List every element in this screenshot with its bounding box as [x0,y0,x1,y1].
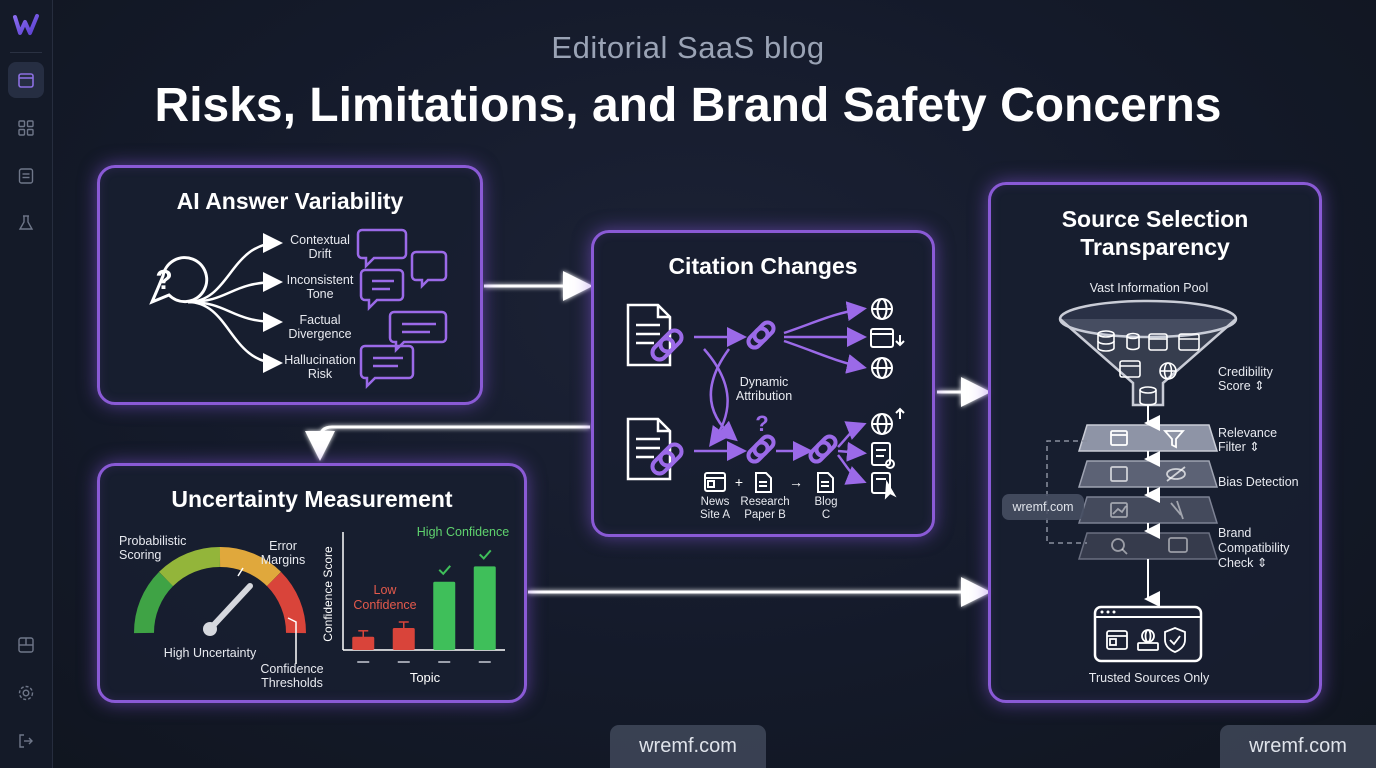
confidence-chart: Confidence Score Topic High Confidence L… [321,525,509,685]
calendar-icon [18,73,34,88]
watermark-center: wremf.com [610,725,766,768]
variability-diagram: ? [149,228,448,390]
low-confidence-label-1: Low [374,583,398,597]
sidebar-item-calendar[interactable] [8,62,44,98]
panel-title: AI Answer Variability [176,188,404,214]
chart-check-icon [479,549,492,560]
source-icons [704,472,834,493]
app-logo-icon[interactable] [12,12,42,38]
chart-bar [352,636,375,650]
gauge-diagram [133,546,307,664]
chart-bar [392,628,415,650]
sidebar-item-document[interactable] [8,158,44,194]
chart-bar [473,566,496,650]
label-trusted-sources: Trusted Sources Only [1088,671,1210,685]
chart-xlabel: Topic [410,670,441,685]
page-subtitle: Editorial SaaS blog [551,30,825,65]
question-bubble-icon: ? [149,256,209,305]
sidebar-item-settings[interactable] [8,675,44,711]
high-confidence-label: High Confidence [417,525,509,539]
panel-citation-changes: Citation Changes ? [591,230,935,537]
page-title: Risks, Limitations, and Brand Safety Con… [154,79,1222,132]
sidebar-item-layout[interactable] [8,627,44,663]
label-high-uncertainty: High Uncertainty [163,646,257,660]
chart-check-icon [438,565,452,576]
watermark-corner: wremf.com [1220,725,1376,768]
gauge-needle [203,583,253,636]
label-vast-information-pool: Vast Information Pool [1089,281,1209,295]
dashed-bracket [1046,440,1087,544]
funnel [1058,299,1238,407]
grid-icon [18,120,34,136]
panel-title: Citation Changes [668,253,858,279]
arrow-citation-to-uncertainty [305,425,590,461]
layout-icon [18,637,34,653]
trusted-sources-window [1093,605,1203,663]
chart-bar [433,581,456,650]
svg-text:?: ? [155,264,172,295]
sidebar-item-logout[interactable] [8,723,44,759]
flask-icon [18,215,34,230]
low-confidence-label-2: Confidence [353,598,416,612]
document-icon [18,168,34,184]
question-mark-icon: ? [755,411,768,436]
funnel-diagram [1046,299,1238,663]
link-icons [650,320,838,476]
sidebar-item-grid[interactable] [8,110,44,146]
pool-item-icons [1097,330,1200,406]
sidebar-item-flask[interactable] [8,205,44,241]
filter-icons [1110,430,1188,555]
logout-icon [19,734,33,748]
label-bias-detection: Bias Detection [1218,475,1299,489]
citation-diagram: ? + → [626,298,905,500]
gear-icon [18,685,34,701]
sidebar-divider [10,52,42,53]
globe-icons [870,298,905,500]
panel-title: Uncertainty Measurement [171,486,453,512]
plus-sign: + [735,474,743,490]
arrow-sign: → [789,474,803,490]
sidebar [0,0,53,768]
speech-bubble-icons [356,228,448,390]
chart-ylabel: Confidence Score [321,546,335,642]
watermark-tag: wremf.com [1002,494,1084,520]
